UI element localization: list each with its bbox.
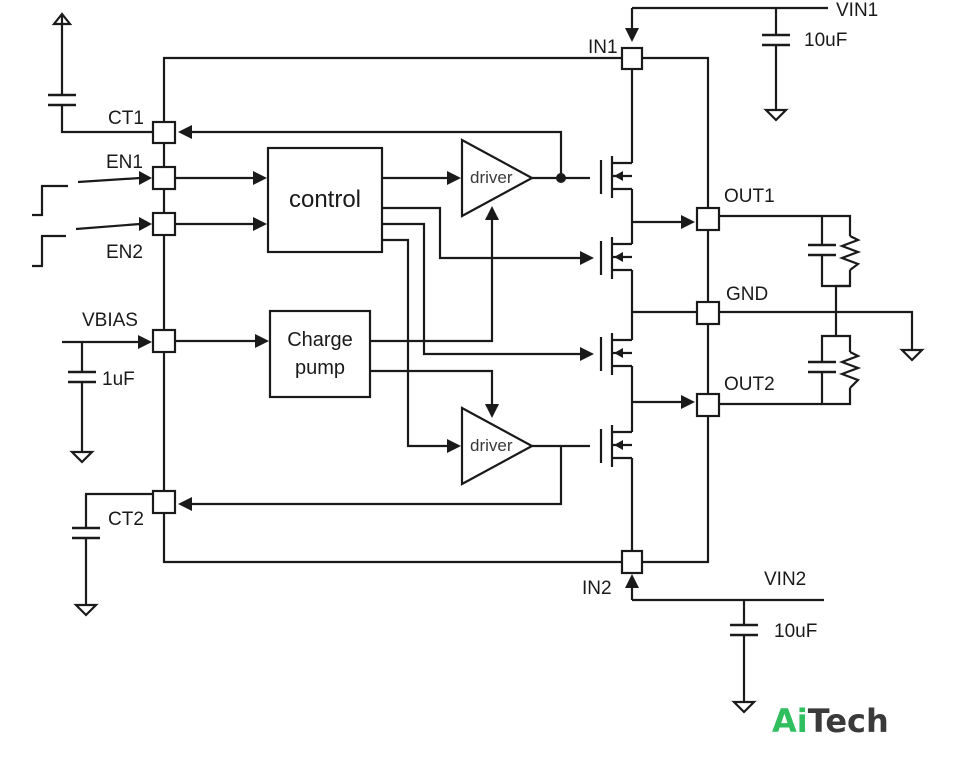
ct1-pin — [151, 120, 177, 145]
vbias-ground-icon — [69, 450, 95, 464]
mosfet-4 — [599, 425, 632, 467]
vbias-external: 1uF — [62, 335, 152, 464]
logo-ai-text: AiTech — [772, 702, 889, 740]
out2-label: OUT2 — [724, 374, 775, 395]
out2-pin — [695, 392, 721, 418]
control-block: control — [266, 146, 384, 254]
vbias-pin — [151, 328, 177, 354]
ct1-up-arrow-icon — [51, 12, 73, 26]
gnd-ground-icon — [899, 348, 925, 362]
en1-pulse-icon — [32, 184, 68, 217]
gnd-label: GND — [726, 284, 768, 305]
charge-pump-label-line2: pump — [295, 357, 345, 379]
en1-arrowhead — [139, 171, 152, 185]
en2-label: EN2 — [106, 242, 143, 263]
out1-resistor-icon — [838, 235, 862, 271]
vin2-supply: VIN2 10uF — [625, 569, 824, 714]
mosfet-1 — [599, 156, 632, 198]
aitech-logo: AiTech — [772, 702, 889, 740]
vin1-arrowhead — [625, 28, 639, 42]
in2-label: IN2 — [582, 578, 612, 599]
vin1-supply: VIN1 10uF — [625, 0, 878, 122]
ct2-ground-icon — [73, 603, 99, 617]
vin2-cap-value: 10uF — [774, 621, 817, 642]
gnd-pin — [695, 300, 721, 326]
ct1-external-cap — [48, 12, 153, 134]
vin2-cap-ground-icon — [731, 700, 757, 714]
out2-load — [720, 312, 862, 406]
in2-pin — [620, 549, 644, 575]
vin2-arrowhead — [625, 574, 639, 588]
ct1-label: CT1 — [108, 108, 144, 129]
driver-top-label: driver — [470, 168, 513, 187]
out1-pin — [695, 206, 721, 232]
driver-top: driver — [460, 138, 535, 218]
out2-resistor-icon — [838, 351, 862, 389]
vbias-cap-value: 1uF — [102, 369, 135, 390]
in1-pin — [620, 46, 644, 71]
ct2-external-cap — [72, 492, 153, 617]
en2-pin — [151, 211, 177, 237]
gnd-load — [720, 310, 925, 362]
vin2-label: VIN2 — [764, 569, 806, 590]
ic-boundary — [162, 56, 710, 564]
in1-label: IN1 — [588, 37, 618, 58]
en1-label: EN1 — [106, 152, 143, 173]
driver-bottom: driver — [460, 406, 535, 486]
en1-pin — [151, 165, 177, 191]
power-rail-wiring — [630, 69, 696, 551]
ct2-label: CT2 — [108, 509, 144, 530]
vin1-cap-value: 10uF — [804, 30, 847, 51]
vbias-arrowhead — [138, 335, 152, 349]
out1-label: OUT1 — [724, 186, 775, 207]
en2-pulse-icon — [32, 234, 66, 268]
vin1-cap-ground-icon — [763, 108, 789, 122]
charge-pump-block: Charge pump — [268, 309, 372, 399]
vin1-label: VIN1 — [836, 0, 878, 21]
en-inputs — [32, 171, 152, 268]
pins — [151, 46, 721, 575]
control-label: control — [289, 186, 361, 213]
vbias-label: VBIAS — [82, 310, 138, 331]
mosfet-3 — [599, 333, 632, 375]
ct2-pin — [151, 489, 177, 515]
signal-wires — [176, 125, 594, 511]
charge-pump-label-line1: Charge — [287, 329, 353, 351]
out1-load — [720, 214, 862, 312]
driver-bottom-label: driver — [470, 436, 513, 455]
en2-arrowhead — [139, 217, 152, 231]
mosfet-2 — [599, 237, 632, 279]
